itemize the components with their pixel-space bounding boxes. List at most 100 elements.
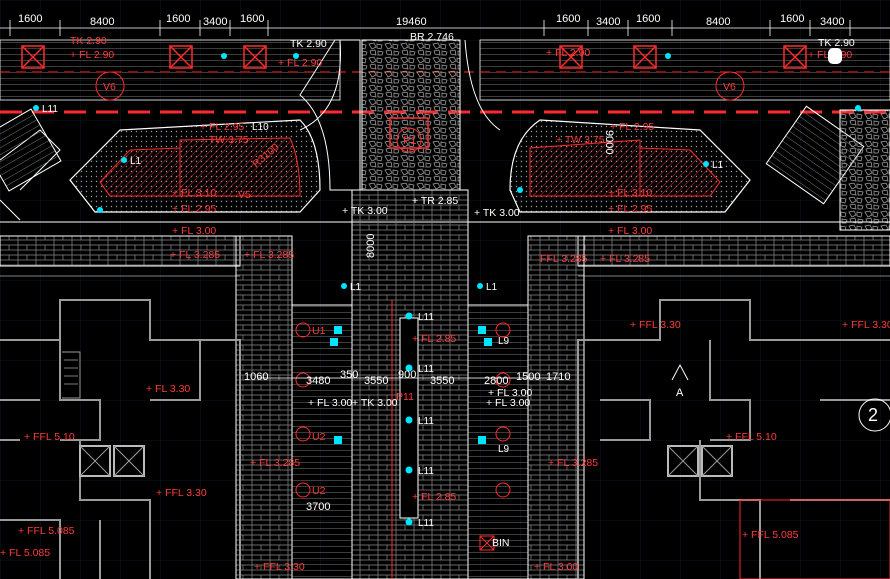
level-fl290-right: + FL 2.90: [546, 47, 590, 59]
level-ffl510-left: + FFL 5.10: [24, 431, 75, 443]
level-ffl510-right: + FFL 5.10: [726, 431, 777, 443]
mid-dimensions: 3480 350 3550 900 3550 2800 1500 1710 10…: [244, 130, 615, 513]
tag-l11-a: L11: [418, 312, 434, 323]
level-fl290-left: + FL 2.90: [70, 49, 114, 61]
dim-3400-c: 3400: [820, 16, 844, 28]
tag-l1-right: L1: [712, 160, 724, 171]
tag-bin: BIN: [492, 537, 510, 549]
tag-l11-c: L11: [418, 416, 434, 427]
left-building-plan: [0, 299, 241, 579]
tag-u2-a: U2: [312, 431, 326, 443]
dim-3700: 3700: [306, 501, 330, 513]
tag-two: 2: [868, 405, 878, 425]
tag-p11: P11: [396, 391, 414, 403]
tag-labels: L11 L1 L10 L1 L1 L1 L11 L11 L11 L11 L11 …: [33, 53, 878, 549]
dim-1060: 1060: [244, 371, 268, 383]
dim-900: 900: [398, 369, 416, 381]
right-planter-bed: [509, 105, 890, 231]
level-fl295-right: + FL 2.95: [610, 121, 654, 133]
level-fl3285-right-2: + FL 3.285: [600, 253, 650, 265]
level-fl310-right: + FL 3.10: [608, 187, 652, 199]
level-tk300-c: + TK 3.00: [352, 397, 398, 409]
level-fl290-mid: + FL 2.90: [278, 57, 322, 69]
dim-350: 350: [340, 369, 358, 381]
level-fl295-left-2: + FL 2.95: [172, 203, 216, 215]
tag-l11-left: L11: [42, 104, 58, 115]
level-ffl5085-left: + FFL 5.085: [18, 525, 75, 537]
top-dimension-row: 1600 8400 1600 3400 1600 19460 1600 3400…: [0, 13, 890, 36]
cursor-marker[interactable]: [828, 48, 842, 64]
level-tk300-left: + TK 3.00: [342, 205, 388, 217]
dim-1600-f: 1600: [780, 13, 804, 25]
tag-u1: U1: [312, 325, 326, 337]
tag-a: A: [676, 387, 684, 399]
tag-l11-d: L11: [418, 466, 434, 477]
level-fl3285-left-1: + FL 3.285: [170, 249, 220, 261]
level-ffl330-far-right: + FFL 3.30: [842, 319, 890, 331]
level-tw375-right: + TW 3.75: [556, 134, 605, 146]
upper-terrace: [0, 39, 890, 114]
dim-8400-b: 8400: [706, 16, 730, 28]
tag-l11-e: L11: [418, 518, 434, 529]
level-ffl330-bottom-left: + FFL 3.30: [254, 561, 305, 573]
level-tk290-right: TK 2.90: [818, 37, 855, 49]
central-walkway: [235, 189, 585, 579]
level-fl285-a: + FL 2.85: [412, 333, 456, 345]
level-br2746: BR 2.746: [410, 31, 454, 43]
right-building-plan: [577, 299, 890, 579]
dim-2800: 2800: [484, 375, 508, 387]
dim-3480: 3480: [306, 375, 330, 387]
level-fl295-right-2: + FL 2.95: [608, 203, 652, 215]
level-ffl330-right: + FFL 3.30: [630, 319, 681, 331]
level-fl300-c2: + FL 3.00: [488, 387, 532, 399]
dim-1600-c: 1600: [240, 13, 264, 25]
dim-3400-b: 3400: [596, 16, 620, 28]
level-tk290-left: TK 2.90: [70, 35, 107, 47]
dim-9000: 9000: [603, 130, 615, 154]
dim-1600-e: 1600: [636, 13, 660, 25]
dim-1600-b: 1600: [166, 13, 190, 25]
dim-3550-a: 3550: [364, 375, 388, 387]
tag-l1-walk-right: L1: [486, 282, 498, 293]
level-fl3285-left-3: + FL 3.285: [250, 457, 300, 469]
dim-3550-b: 3550: [430, 375, 454, 387]
level-fl295-left: + FL 2.95: [200, 121, 244, 133]
central-stone-path: P1: [299, 39, 501, 191]
dim-1600-d: 1600: [556, 13, 580, 25]
level-annotations: TK 2.90 + FL 2.90 TK 2.90 + FL 2.90 BR 2…: [0, 31, 890, 573]
tag-v6-left: V6: [103, 81, 116, 93]
tag-l11-b: L11: [418, 364, 434, 375]
tag-v5: V5: [238, 189, 251, 201]
level-tk290-mid: TK 2.90: [290, 38, 327, 50]
level-tw375-left: + TW 3.75: [200, 134, 249, 146]
level-fl3285-left-2: + FL 3.285: [244, 249, 294, 261]
level-ffl3285-right: FFL 3.285: [540, 253, 588, 265]
tag-u2-b: U2: [312, 485, 326, 497]
tag-l1-walk-left: L1: [350, 282, 362, 293]
level-ffl5085-right: + FFL 5.085: [742, 529, 799, 541]
dim-8000: 8000: [365, 234, 377, 258]
boundary-wall: [0, 221, 890, 277]
dim-1710: 1710: [546, 371, 570, 383]
level-fl330-left: + FL 3.30: [146, 383, 190, 395]
level-fl285-b: + FL 2.85: [412, 491, 456, 503]
dim-3400-a: 3400: [203, 16, 227, 28]
level-fl300-bottom: + FL 3.00: [534, 561, 578, 573]
level-tr285: + TR 2.85: [412, 195, 458, 207]
level-fl5085-far-left: + FL 5.085: [0, 547, 50, 559]
dim-1500: 1500: [516, 371, 540, 383]
tag-p1: P1: [403, 135, 416, 147]
tag-l9-b: L9: [498, 444, 510, 455]
level-tk300-right: + TK 3.00: [474, 207, 520, 219]
level-ffl330-left-2: + FFL 3.30: [156, 487, 207, 499]
dim-8400-a: 8400: [90, 16, 114, 28]
level-fl300-left: + FL 3.00: [172, 225, 216, 237]
level-fl3285-right-3: + FL 3.285: [548, 457, 598, 469]
tag-l1-left: L1: [130, 156, 142, 167]
level-fl300-c1: + FL 3.00: [308, 397, 352, 409]
level-fl310-left: + FL 3.10: [172, 187, 216, 199]
tag-l9-a: L9: [498, 336, 510, 347]
tag-l10: L10: [252, 122, 269, 133]
dim-1600-a: 1600: [18, 13, 42, 25]
level-fl300-c3: + FL 3.00: [486, 397, 530, 409]
